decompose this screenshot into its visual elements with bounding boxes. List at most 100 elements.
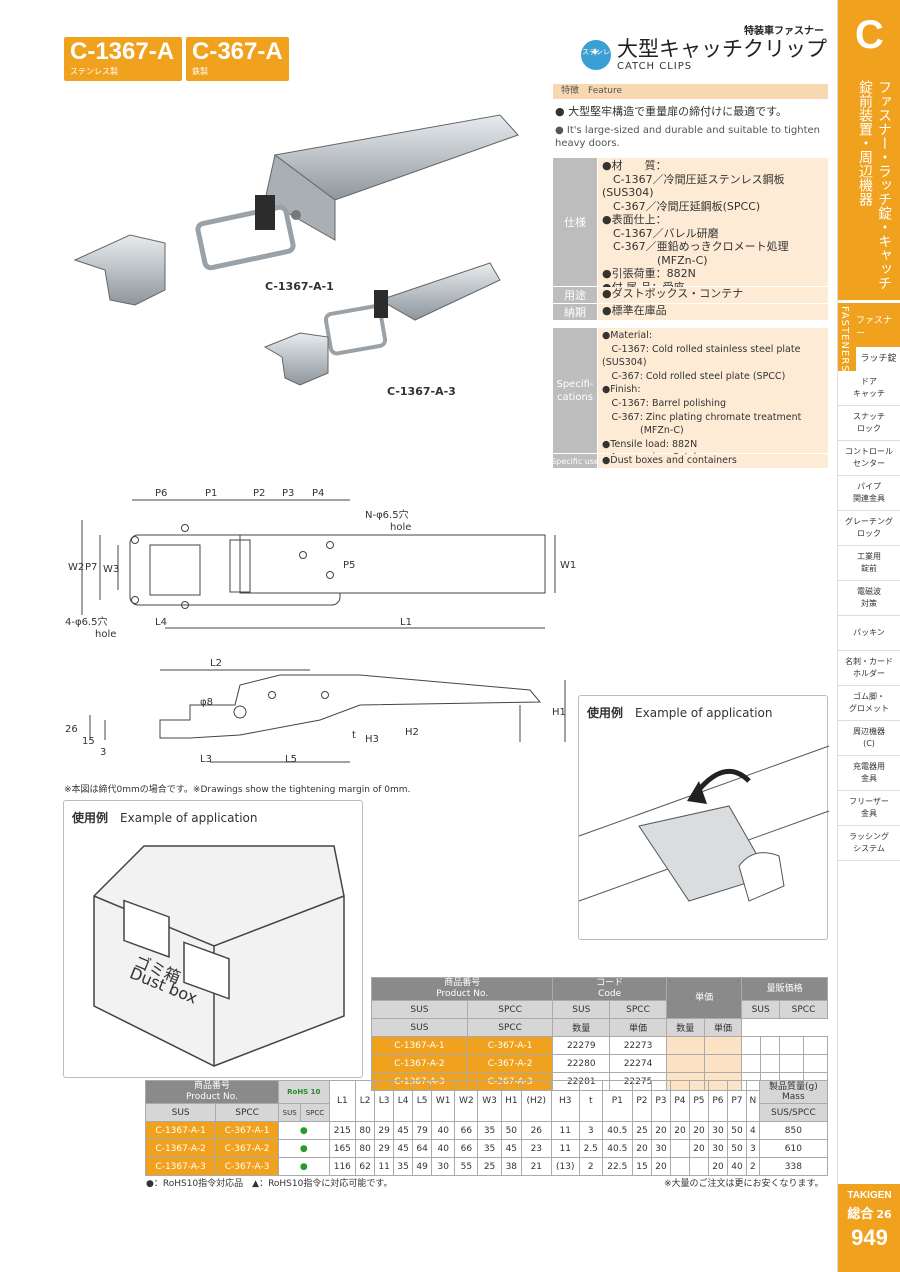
dim-cell: 11 (374, 1157, 395, 1176)
mass-cell: 610 (758, 1139, 829, 1158)
volume-cell (802, 1054, 829, 1073)
th-dim: H1 (500, 1080, 523, 1122)
category-label: 特装車ファスナー (744, 26, 824, 37)
product-cell: C-1367-A-1 (371, 1036, 468, 1055)
th-dim: P7 (726, 1080, 747, 1122)
dim-label: P5 (343, 560, 355, 571)
th-dim: L4 (393, 1080, 414, 1122)
nav-item-latch[interactable]: ラッチ錠 (856, 347, 900, 371)
dim-label: φ8 (200, 697, 213, 708)
dim-cell: 50 (500, 1121, 523, 1140)
sidebar-nav-item[interactable]: コントロール センター (838, 441, 900, 476)
dim-cell: 20 (688, 1121, 709, 1140)
th-dim: W2 (454, 1080, 479, 1122)
sidebar-nav-item[interactable]: スナッチ ロック (838, 406, 900, 441)
th-price: 単価 (665, 977, 743, 1019)
sidebar-nav-item[interactable]: パッキン (838, 616, 900, 651)
dim-cell: 2 (745, 1157, 760, 1176)
dim-cell (688, 1157, 709, 1176)
dim-cell: 64 (412, 1139, 433, 1158)
nav-item-fastener[interactable]: ファスナー (856, 316, 893, 339)
nav-list: ドア キャッチスナッチ ロックコントロール センターパイプ 関連金具グレーチング… (838, 371, 900, 861)
dim-cell: 40 (431, 1121, 456, 1140)
dim-cell: 20 (669, 1121, 690, 1140)
sidebar-nav-item[interactable]: 電磁波 対策 (838, 581, 900, 616)
dim-cell: 20 (631, 1139, 652, 1158)
sidebar-nav-item[interactable]: ラッシング システム (838, 826, 900, 861)
dim-label: P4 (312, 488, 324, 499)
sidebar-nav-item[interactable]: 周辺機器 (C) (838, 721, 900, 756)
dim-label: H1 (552, 707, 566, 718)
product-material: ステンレス製 (70, 67, 118, 76)
page-number: 949 (851, 1225, 888, 1250)
th-dim: L5 (412, 1080, 433, 1122)
th-mass: 製品質量(g)Mass (758, 1080, 829, 1104)
dim-label: L1 (400, 617, 412, 628)
th-dim: L2 (355, 1080, 376, 1122)
dim-cell: 25 (477, 1157, 502, 1176)
dim-label: L2 (210, 658, 222, 669)
code-cell: 22279 (552, 1036, 611, 1055)
sidebar-nav-item[interactable]: ゴム脚・ グロメット (838, 686, 900, 721)
rohs-dot-icon: ● (277, 1139, 330, 1158)
product-code: C-1367-A (70, 38, 175, 65)
dim-cell: 62 (355, 1157, 376, 1176)
dim-label: P7 (85, 562, 97, 573)
sidebar-nav-item[interactable]: 工業用 錠前 (838, 546, 900, 581)
th-dim: P5 (688, 1080, 709, 1122)
feature-header: 特徴 Feature (553, 84, 828, 99)
spec-label-en: Specifi- cations (553, 328, 597, 453)
price-cell (665, 1036, 705, 1055)
product-badge-sus: C-1367-A ステンレス製 (64, 37, 182, 81)
dim-cell (669, 1157, 690, 1176)
star-icon: ✦ (590, 45, 601, 59)
dust-box-illustration (93, 845, 345, 1067)
dim-cell: 15 (631, 1157, 652, 1176)
th-dim: W3 (477, 1080, 502, 1122)
dim-cell: 20 (688, 1139, 709, 1158)
nav-section-fasteners[interactable]: FASTENERS ファスナー ラッチ錠 (838, 303, 900, 373)
dim-cell: 40 (726, 1157, 747, 1176)
volume-cell (760, 1054, 780, 1073)
dim-cell: 29 (374, 1121, 395, 1140)
dim-label: hole (95, 629, 116, 640)
th-dim: W1 (431, 1080, 456, 1122)
use-text: ●ダストボックス・コンテナ (598, 287, 828, 303)
dim-label: L4 (155, 617, 167, 628)
sidebar-nav-item[interactable]: グレーチング ロック (838, 511, 900, 546)
use-text-en: ●Dust boxes and containers (598, 454, 828, 468)
dim-cell: 35 (477, 1121, 502, 1140)
th-dim: P6 (707, 1080, 728, 1122)
rohs-dot-icon: ● (277, 1121, 330, 1140)
sidebar-nav-item[interactable]: 名刺・カード ホルダー (838, 651, 900, 686)
product-cell: C-1367-A-3 (144, 1157, 217, 1176)
footnote-rohs: ●：RoHS10指令対応品 ▲：RoHS10指令に対応可能です。 (146, 1179, 393, 1189)
spec-text: ●材 質： C-1367／冷間圧延ステンレス鋼板(SUS304) C-367／冷… (598, 158, 828, 294)
dim-cell: 3 (745, 1139, 760, 1158)
spec-text-en: ●Material: C-1367: Cold rolled stainless… (598, 328, 828, 463)
dim-label: 26 (65, 724, 78, 735)
product-cell: C-367-A-1 (215, 1121, 279, 1140)
dim-cell: 20 (650, 1121, 671, 1140)
dim-cell: 49 (412, 1157, 433, 1176)
sidebar-nav-item[interactable]: ドア キャッチ (838, 371, 900, 406)
use-label: 用途 (553, 287, 597, 303)
volume-cell (802, 1036, 829, 1055)
price-cell (665, 1054, 705, 1073)
dim-cell (669, 1139, 690, 1158)
sidebar-nav-item[interactable]: 充電器用 金具 (838, 756, 900, 791)
dim-cell: 29 (374, 1139, 395, 1158)
sidebar-nav-item[interactable]: パイプ 関連金具 (838, 476, 900, 511)
product-material: 鉄製 (192, 67, 208, 76)
page-title: 大型キャッチクリップ (617, 37, 827, 61)
dim-label: P1 (205, 488, 217, 499)
th-dim: P3 (650, 1080, 671, 1122)
dim-cell: 30 (707, 1121, 728, 1140)
dim-cell: 55 (454, 1157, 479, 1176)
sidebar-nav-item[interactable]: フリーザー 金具 (838, 791, 900, 826)
application-illustration (578, 745, 830, 902)
